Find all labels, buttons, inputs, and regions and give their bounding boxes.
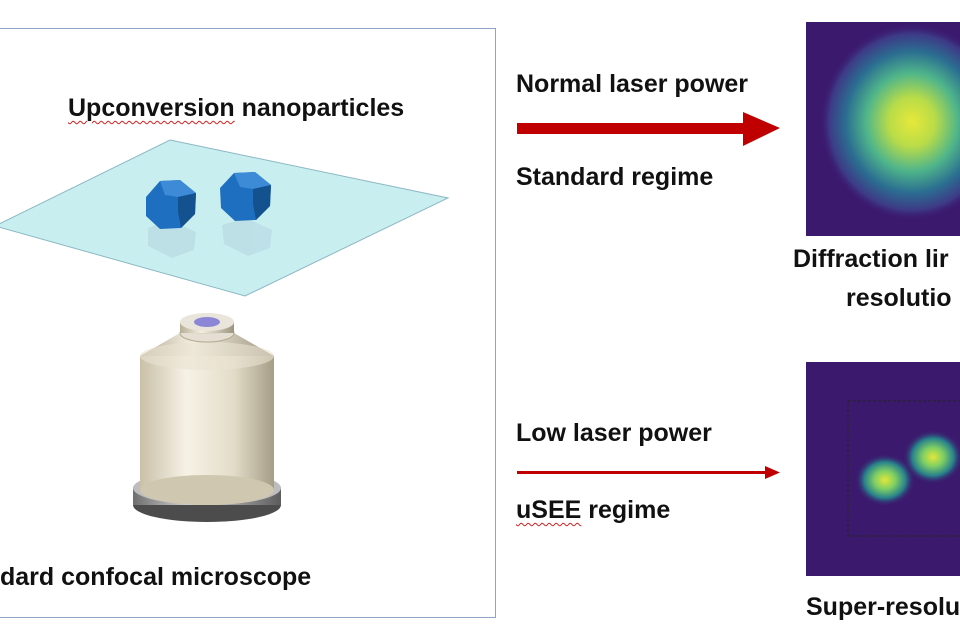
low-power-label: Low laser power xyxy=(516,419,712,447)
microscope-label: dard confocal microscope xyxy=(0,563,312,591)
standard-regime-label: Standard regime xyxy=(516,163,714,191)
title-rest: nanoparticles xyxy=(234,94,405,122)
super-resolution-image xyxy=(806,362,960,576)
glass-slide xyxy=(0,139,450,297)
nanoparticle-icon xyxy=(220,172,271,221)
normal-power-label: Normal laser power xyxy=(516,70,749,98)
regime-rest: regime xyxy=(581,496,671,524)
diffraction-limited-label: Diffraction lir xyxy=(793,245,949,273)
spellcheck-word: uSEE xyxy=(516,496,582,524)
setup-panel xyxy=(0,28,496,618)
particle-reflections xyxy=(148,218,272,258)
arrow-right-icon xyxy=(517,112,780,146)
nanoparticles-title: Upconversion nanoparticles xyxy=(68,94,404,123)
spellcheck-word: Upconversion xyxy=(68,94,235,122)
usee-regime-label: uSEE regime xyxy=(516,496,670,525)
super-resolution-label: Super-resolu xyxy=(806,593,960,621)
nanoparticle-icon xyxy=(146,180,196,229)
microscope-objective-icon xyxy=(133,313,281,522)
diffraction-resolution-label: resolutio xyxy=(846,284,952,312)
arrow-right-icon xyxy=(517,466,780,479)
diffraction-limited-image xyxy=(806,22,960,236)
